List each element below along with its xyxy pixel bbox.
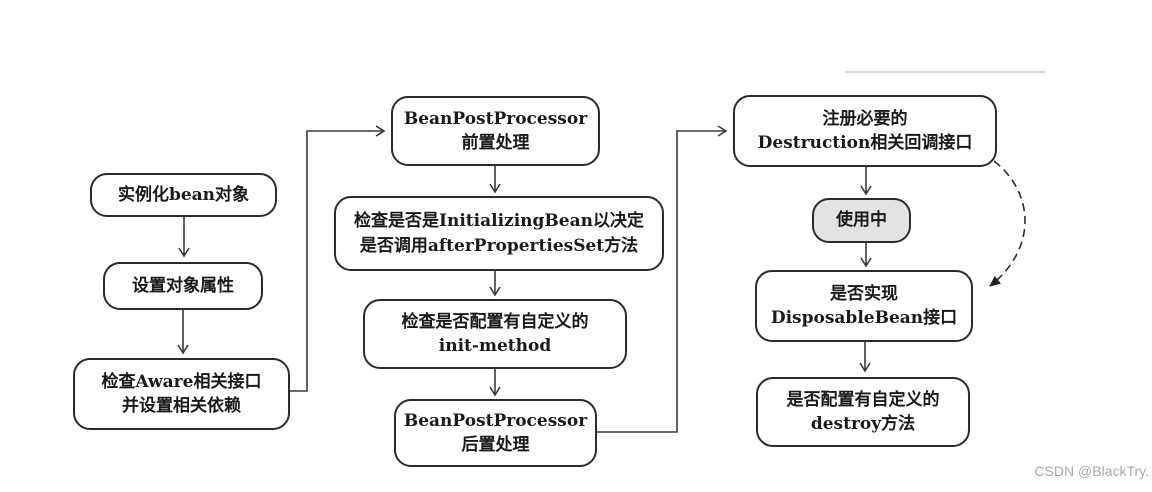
node-check-destroy-method: 是否配置有自定义的 destroy方法 — [756, 377, 970, 447]
elbow-aware-to-bppbefore — [290, 125, 386, 392]
node-check-disposable-bean: 是否实现 DisposableBean接口 — [755, 270, 973, 342]
node-beanpostprocessor-after: BeanPostProcessor 后置处理 — [394, 399, 597, 467]
node-instantiate-bean: 实例化bean对象 — [90, 173, 277, 217]
node-set-properties: 设置对象属性 — [103, 262, 263, 310]
node-register-destruction: 注册必要的 Destruction相关回调接口 — [733, 95, 997, 167]
node-check-initializing-bean: 检查是否是InitializingBean以决定 是否调用afterProper… — [334, 196, 664, 271]
elbow-bppafter-to-destruction — [597, 125, 728, 433]
node-beanpostprocessor-before: BeanPostProcessor 前置处理 — [391, 96, 600, 166]
node-check-aware: 检查Aware相关接口 并设置相关依赖 — [73, 358, 290, 430]
dashed-destruction-to-disposable — [989, 160, 1026, 287]
csdn-watermark: CSDN @BlackTry. — [1034, 463, 1149, 479]
node-check-init-method: 检查是否配置有自定义的 init-method — [363, 299, 627, 369]
node-in-use: 使用中 — [812, 198, 911, 243]
